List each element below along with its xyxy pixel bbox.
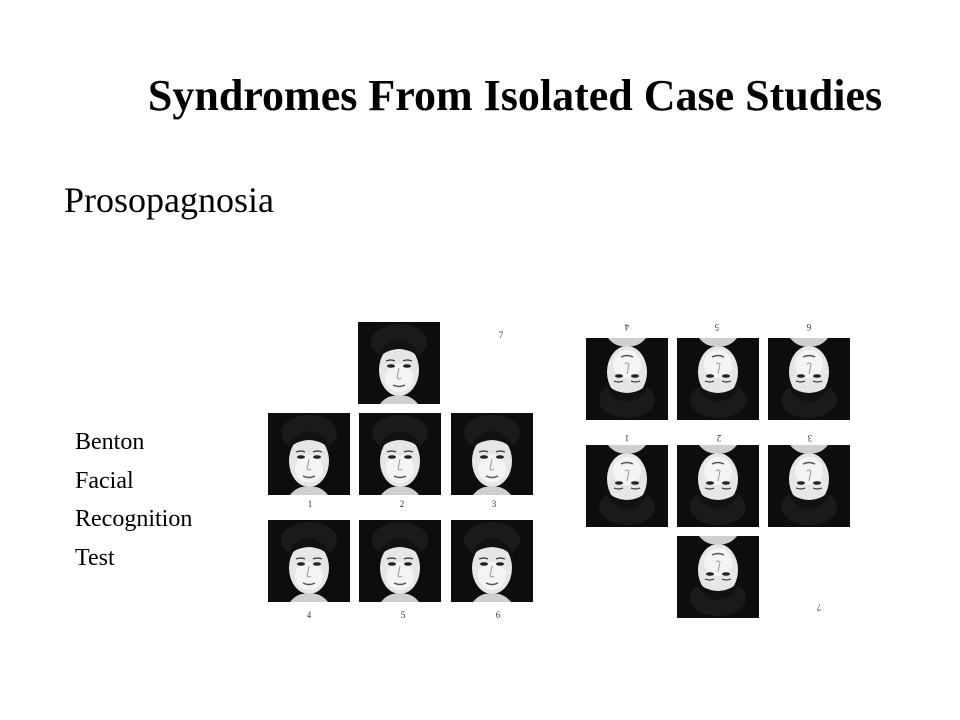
target-face-number: 7 bbox=[498, 330, 504, 340]
choice-face-photo bbox=[586, 338, 668, 420]
choice-face-number: 2 bbox=[399, 499, 405, 509]
choice-face-photo bbox=[768, 445, 850, 527]
choice-face-number: 1 bbox=[624, 433, 630, 443]
choice-face-number: 4 bbox=[624, 322, 630, 332]
choice-face-photo bbox=[268, 520, 350, 602]
choice-face-number: 1 bbox=[307, 499, 313, 509]
choice-face-number: 6 bbox=[495, 610, 501, 620]
choice-face-photo bbox=[768, 338, 850, 420]
choice-face-number: 3 bbox=[491, 499, 497, 509]
target-face-number: 7 bbox=[816, 602, 822, 612]
choice-face-number: 5 bbox=[714, 322, 720, 332]
target-face-photo bbox=[358, 322, 440, 404]
choice-face-number: 5 bbox=[400, 610, 406, 620]
choice-face-number: 6 bbox=[806, 322, 812, 332]
caption-line: Facial bbox=[75, 467, 134, 494]
choice-face-number: 4 bbox=[306, 610, 312, 620]
choice-face-photo bbox=[451, 520, 533, 602]
choice-face-number: 2 bbox=[716, 433, 722, 443]
caption-line: Test bbox=[75, 544, 115, 571]
choice-face-photo bbox=[586, 445, 668, 527]
target-face-photo bbox=[677, 536, 759, 618]
caption-line: Benton bbox=[75, 429, 145, 455]
choice-face-photo bbox=[359, 520, 441, 602]
choice-face-photo bbox=[268, 413, 350, 495]
choice-face-photo bbox=[451, 413, 533, 495]
slide-title: Syndromes From Isolated Case Studies bbox=[147, 71, 883, 121]
choice-face-photo bbox=[677, 445, 759, 527]
slide-subtitle: Prosopagnosia bbox=[64, 180, 274, 220]
caption-line: Recognition bbox=[75, 506, 193, 532]
test-caption: Benton Facial Recognition Test bbox=[75, 423, 192, 577]
choice-face-photo bbox=[359, 413, 441, 495]
choice-face-photo bbox=[677, 338, 759, 420]
choice-face-number: 3 bbox=[807, 433, 813, 443]
